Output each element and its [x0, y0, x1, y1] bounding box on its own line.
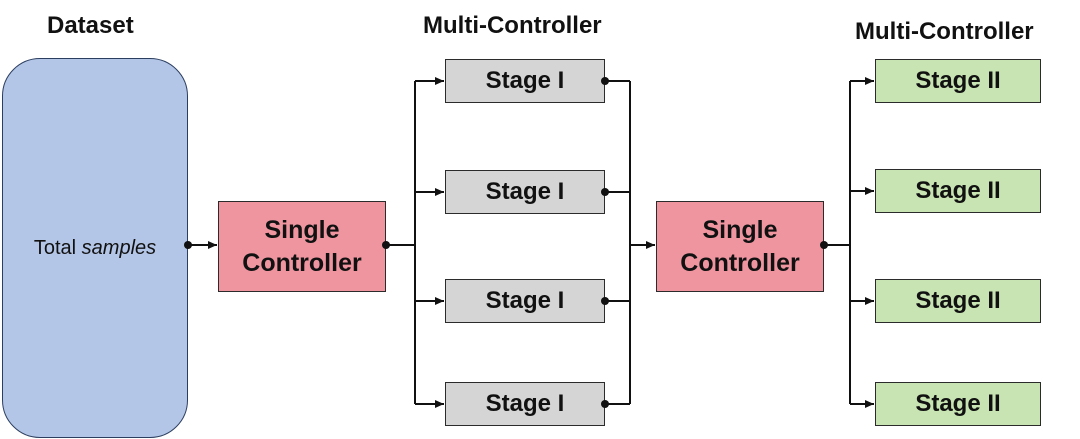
- single-controller-1-label: Single Controller: [242, 216, 362, 277]
- stage-one-box-4: Stage I: [445, 382, 605, 426]
- connector-dot-dataset: [184, 241, 192, 249]
- connector-dot-stage-one-2: [601, 188, 609, 196]
- stage-one-box-3: Stage I: [445, 279, 605, 323]
- connector-dot-stage-one-3: [601, 297, 609, 305]
- stage-two-box-3: Stage II: [875, 279, 1041, 323]
- connector-dot-stage-one-4: [601, 400, 609, 408]
- connector-dot-controller-2: [820, 241, 828, 249]
- stage-two-box-2: Stage II: [875, 169, 1041, 213]
- multi-controller-header-1: Multi-Controller: [423, 12, 602, 39]
- stage-one-box-1: Stage I: [445, 59, 605, 103]
- connector-dot-stage-one-1: [601, 77, 609, 85]
- dataset-label: Total samples: [33, 237, 157, 259]
- multi-controller-header-2: Multi-Controller: [855, 18, 1034, 45]
- connector-dot-controller-1: [382, 241, 390, 249]
- single-controller-2-label: Single Controller: [680, 216, 800, 277]
- dataset-header: Dataset: [47, 12, 134, 39]
- stage-one-box-2: Stage I: [445, 170, 605, 214]
- stage-two-box-1: Stage II: [875, 59, 1041, 103]
- stage-two-box-4: Stage II: [875, 382, 1041, 426]
- single-controller-1: Single Controller: [218, 201, 386, 292]
